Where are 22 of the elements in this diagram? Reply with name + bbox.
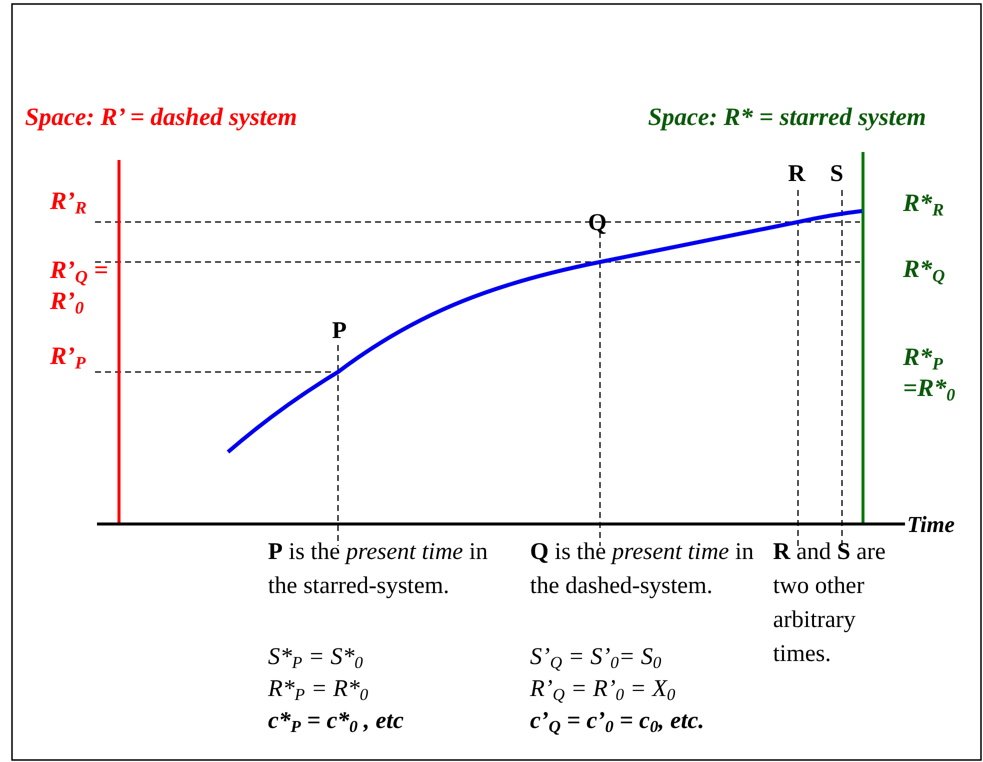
point-label: R (788, 161, 806, 188)
axis-label: Time (907, 512, 955, 538)
formula-text: S’$_{Q}$ = S’$_{0}$= S$_{0}$ (530, 644, 662, 670)
note-text: R and S are two other arbitrary times. (773, 538, 887, 670)
axis-title: Space: R’ = dashed system (25, 104, 298, 132)
formula-text: R’$_{Q}$ = R’$_{0}$ = X$_{0}$ (530, 676, 676, 702)
axis-title: Space: R* = starred system (648, 104, 926, 132)
formula-text: R*$_{P}$ = R*$_{0}$ (268, 676, 368, 702)
point-label: P (332, 318, 347, 344)
axis-value-label: R*$_{Q}$ (903, 256, 945, 284)
point-label: Q (588, 210, 607, 236)
axis-value-label: R*$_{P}$ =R*$_{0}$ (903, 343, 956, 404)
note-text: P is the present time in the starred-system. (268, 538, 489, 602)
axis-value-label: R’$_{Q}$ = R’$_{0}$ (50, 256, 110, 318)
formula-text: c’$_{Q}$ = c’$_{0}$ = c$_{0}$, etc. (530, 708, 704, 734)
axis-value-label: R’$_{R}$ (50, 188, 87, 216)
point-label: S (830, 161, 844, 188)
formula-text: S*$_{P}$ = S*$_{0}$ (268, 644, 363, 670)
axis-value-label: R’$_{P}$ (50, 343, 86, 370)
axis-value-label: R*$_{R}$ (903, 190, 944, 218)
note-text: Q is the present time in the dashed-system. (530, 538, 755, 602)
formula-text: c*$_{P}$ = c*$_{0}$ , etc (268, 708, 404, 734)
